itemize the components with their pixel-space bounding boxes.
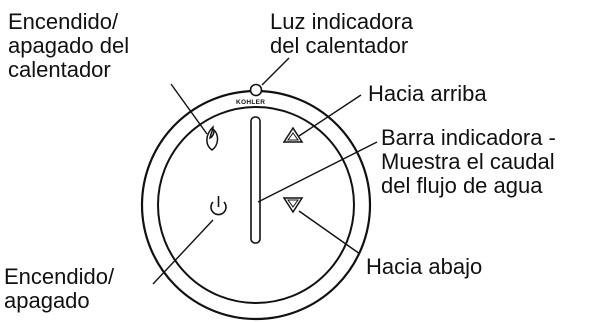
label-line: Hacia arriba	[368, 81, 487, 106]
label-up: Hacia arriba	[368, 82, 487, 106]
label-line: apagado	[4, 288, 90, 313]
label-line: apagado del	[8, 33, 130, 58]
label-indicator-bar: Barra indicadora - Muestra el caudal del…	[381, 126, 556, 198]
label-line: del calentador	[270, 33, 409, 58]
brand-logo: KOHLER	[236, 99, 266, 106]
label-line: Hacia abajo	[366, 254, 483, 279]
flame-icon[interactable]	[206, 125, 219, 151]
up-triangle-icon[interactable]	[282, 126, 304, 143]
callout-down	[298, 210, 361, 255]
inner-face	[157, 106, 355, 304]
power-icon[interactable]	[210, 196, 227, 216]
heater-indicator-light	[249, 83, 263, 97]
label-line: Encendido/	[4, 264, 115, 289]
callout-heater-power	[170, 83, 208, 135]
label-down: Hacia abajo	[366, 255, 482, 279]
indicator-bar	[250, 116, 261, 244]
label-line: Luz indicadora	[270, 9, 414, 34]
label-heater-power: Encendido/ apagado del calentador	[8, 10, 129, 82]
label-line: Encendido/	[8, 9, 119, 34]
label-power: Encendido/ apagado	[4, 265, 114, 313]
label-line: calentador	[8, 57, 111, 82]
callout-indicator-bar	[257, 141, 378, 203]
down-triangle-icon[interactable]	[282, 197, 304, 214]
callout-up	[298, 94, 362, 137]
callout-heater-light	[261, 57, 290, 86]
label-line: Muestra el caudal	[381, 149, 555, 174]
label-line: del flujo de agua	[381, 173, 543, 198]
callout-power	[152, 219, 214, 285]
label-line: Barra indicadora -	[381, 125, 556, 150]
label-heater-light: Luz indicadora del calentador	[270, 10, 413, 58]
